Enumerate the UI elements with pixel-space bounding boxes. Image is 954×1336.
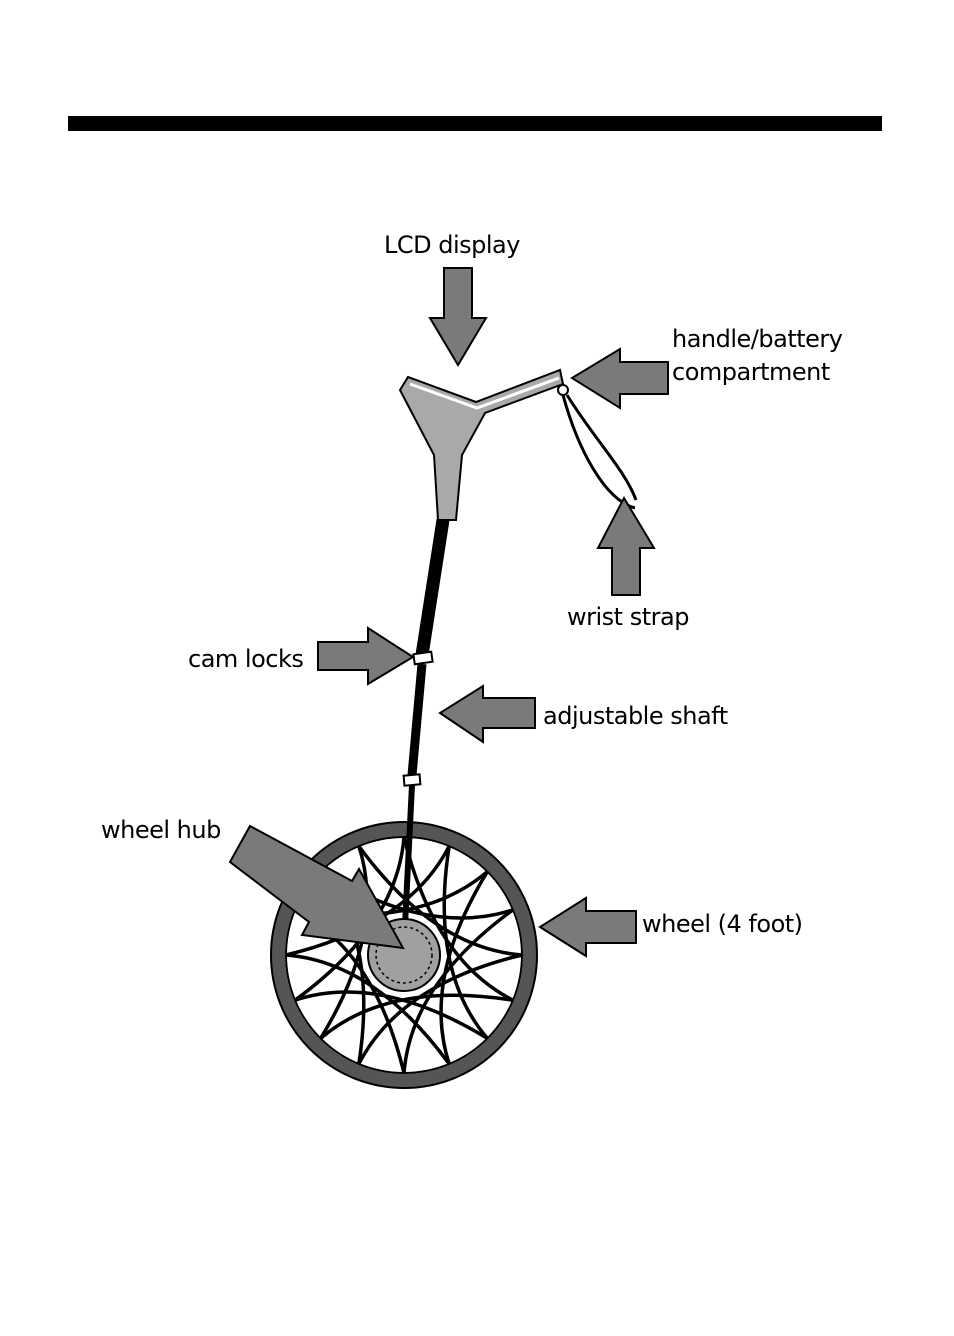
handle-arrow — [572, 349, 668, 408]
compartment-label: compartment — [672, 358, 830, 386]
adjustable-shaft-arrow — [440, 686, 535, 742]
handle — [400, 370, 568, 520]
handle-battery-label: handle/battery — [672, 325, 843, 353]
lcd-display-arrow — [430, 268, 486, 365]
cam-lock-lower — [404, 774, 421, 785]
wrist-strap-label: wrist strap — [567, 603, 689, 631]
strap-ring — [558, 385, 568, 395]
wheel-hub-label: wheel hub — [101, 816, 221, 844]
wrist-strap — [563, 395, 636, 508]
adjustable-shaft-label: adjustable shaft — [543, 702, 728, 730]
wheel-hub-arrow — [230, 826, 403, 948]
wrist-strap-arrow — [598, 498, 654, 595]
lcd-display-label: LCD display — [384, 231, 520, 259]
cam-locks-label: cam locks — [188, 645, 303, 673]
cam-lock-upper — [413, 652, 432, 664]
wheel-arrow — [540, 898, 636, 956]
cam-locks-arrow — [318, 628, 413, 684]
wheel-label: wheel (4 foot) — [642, 910, 803, 938]
